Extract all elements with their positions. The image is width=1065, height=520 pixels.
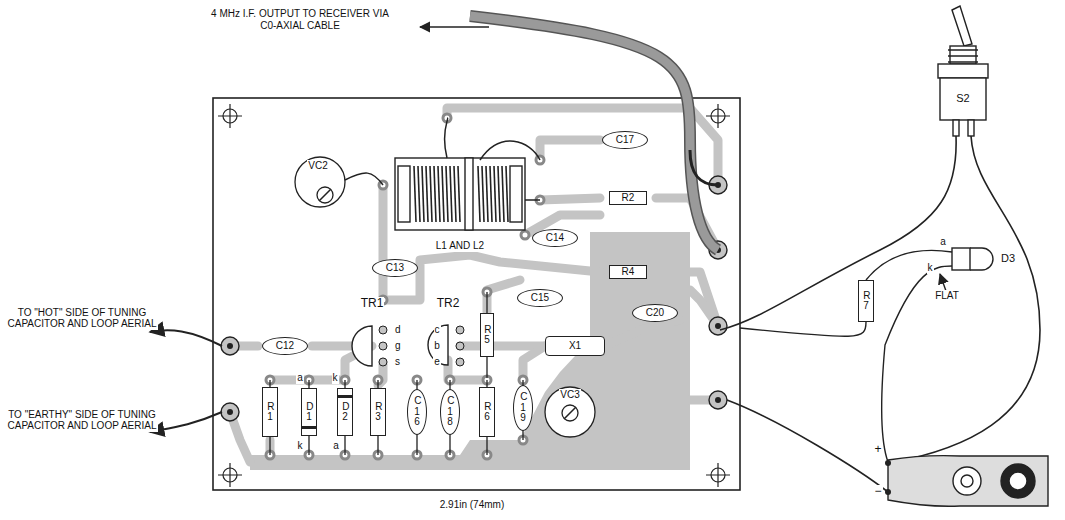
part-label: VC2 [307,160,328,172]
coil-winding [454,166,456,222]
diode-body: D2 [337,388,353,436]
part-label: C12 [276,341,294,351]
part-label: R4 [622,267,635,277]
part-label: R5 [484,325,490,346]
cathode-band [302,426,316,429]
pin-name: c [434,324,441,336]
note: TO "EARTHY" SIDE OF TUNING CAPACITOR AND… [6,409,158,432]
coil-winding [494,166,496,222]
capacitor-oval: C14 [532,229,578,247]
part-label: R1 [267,402,273,423]
part-label: D3 [1000,252,1016,265]
part-label: C17 [616,135,634,145]
resistor-body: R2 [609,191,647,205]
capacitor-oval: C19 [513,385,533,431]
part-label: C15 [531,293,549,303]
coil-winding [418,166,420,222]
coil-winding [502,166,504,222]
pin-name: k [297,440,304,452]
resistor-body: R3 [370,388,386,436]
pin-name: k [927,262,934,274]
part-label: C16 [414,396,420,428]
coil-winding [426,166,428,222]
coil-winding [414,166,416,222]
coil-winding [438,166,440,222]
part-label: R2 [622,193,635,203]
diode-body: D1 [301,388,317,436]
capacitor-oval: C20 [632,304,678,322]
pin-name: b [433,340,441,352]
pin-name: s [394,356,401,368]
coil-winding [506,166,508,222]
part-label: C13 [386,263,404,273]
coil-winding [446,166,448,222]
pin-name: a [296,372,304,384]
pin-name: − [873,485,882,499]
pin-name: k [332,372,339,384]
coil-winding [442,166,444,222]
resistor-body: R4 [609,265,647,279]
part-label: D2 [342,402,348,423]
capacitor-oval: C17 [602,131,648,149]
part-label: C14 [546,233,564,243]
resistor-body: R5 [480,313,494,357]
note: FLAT [934,290,960,302]
part-label: C18 [447,396,453,428]
part-label: C19 [520,392,526,424]
capacitor-oval: C13 [372,259,418,277]
coil-winding [490,166,492,222]
coil-winding [450,166,452,222]
part-label: TR1 [360,297,385,311]
pin-name: a [939,236,947,248]
capacitor-oval: C12 [262,337,308,355]
resistor-body: R1 [262,387,278,437]
coil-winding [486,166,488,222]
part-label: TR2 [436,297,461,311]
pin-name: d [394,324,402,336]
pin-name: e [433,356,441,368]
resistor-body: R7 [858,280,874,322]
capacitor-oval: C15 [517,289,563,307]
note: 4 MHz I.F. OUTPUT TO RECEIVER VIA C0-AXI… [204,8,396,31]
coil-winding [498,166,500,222]
cathode-band [338,395,352,398]
pin-name: + [873,443,882,457]
part-label: L1 AND L2 [435,240,485,252]
coil-winding [422,166,424,222]
capacitor-oval: C16 [407,389,427,435]
part-label: X1 [569,341,581,351]
coil-winding [434,166,436,222]
part-label: R7 [863,291,869,312]
coil-winding [458,166,460,222]
dimension: 2.91in (74mm) [439,499,505,511]
note: TO "HOT" SIDE OF TUNING CAPACITOR AND LO… [6,307,158,330]
part-label: R6 [484,402,490,423]
part-label: VC3 [559,389,580,401]
pin-name: a [332,440,340,452]
pin-name: g [394,340,402,352]
coil-winding [430,166,432,222]
part-label: R3 [375,402,381,423]
resistor-body: R6 [479,387,495,437]
part-label: S2 [955,92,970,105]
coil-winding [482,166,484,222]
crystal-body: X1 [545,336,605,356]
coil-winding [478,166,480,222]
part-label: C20 [646,308,664,318]
part-label: D1 [306,402,312,423]
capacitor-oval: C18 [440,389,460,435]
